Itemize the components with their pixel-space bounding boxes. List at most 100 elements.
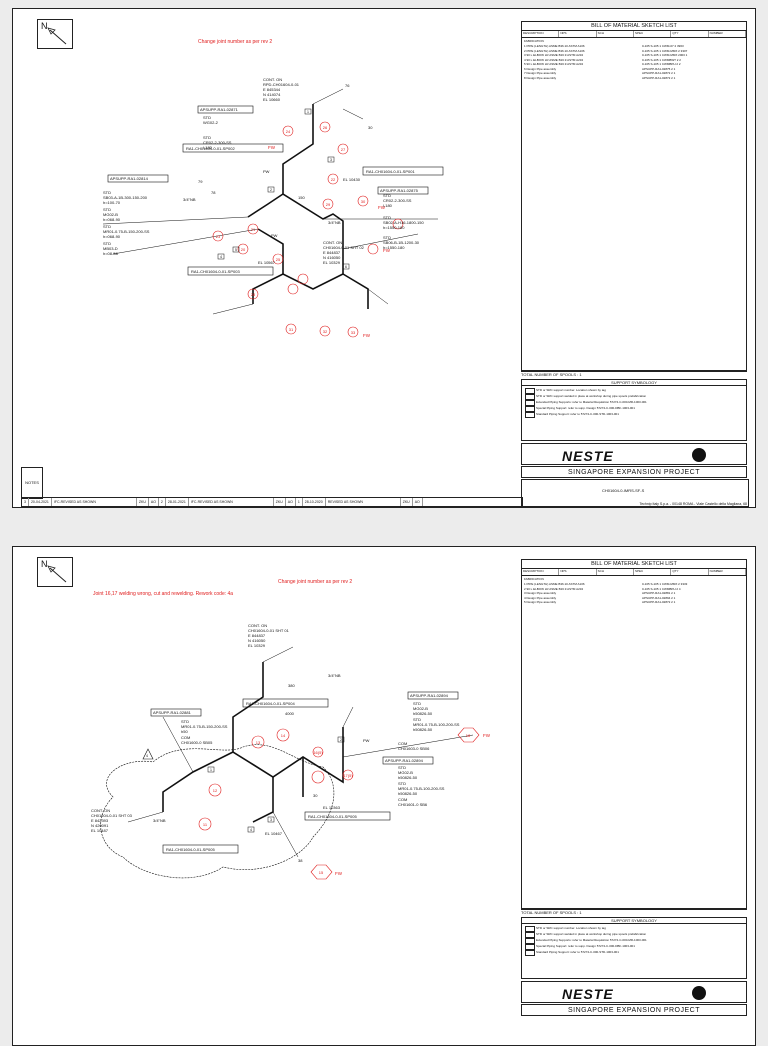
std-label: STD — [398, 765, 406, 770]
bom-desc: 6 Design Pipe assembly — [524, 66, 557, 71]
std-code: MR01-0.75-B-100-200-SS — [413, 722, 460, 727]
bom-code: APSUPP-RA1-02872 2 1 — [642, 600, 676, 604]
rev-desc: IFC-REVISED AS SHOWN — [52, 498, 137, 506]
rev-check: AO — [149, 498, 159, 506]
project-title: SINGAPORE EXPANSION PROJECT — [521, 1004, 747, 1016]
cont-on-ref: CH01604-0-01 SHT 03 — [91, 813, 133, 818]
dimension-label: 78 — [211, 190, 216, 195]
rev-date: 20-04-2021 — [29, 498, 52, 506]
fw-label: FW — [363, 333, 371, 338]
rev-check: AO — [286, 498, 296, 506]
bom-header: SPEC — [634, 31, 672, 37]
north-arrow-icon — [47, 27, 67, 45]
bom-header: NPS — [559, 31, 597, 37]
north-label: N — [41, 559, 48, 569]
coord-n: N 420091 — [91, 823, 109, 828]
nb-label: 3/4"NB — [328, 220, 341, 225]
bom-code: APSUPP-RA1-02881 2 1 — [642, 591, 676, 595]
symbology-title: SUPPORT SYMBOLOGY — [522, 380, 746, 386]
rev-desc: IFC-REVISED AS SHOWN — [189, 498, 274, 506]
fw-label: FW — [378, 205, 386, 210]
rev-date: 28-01-2021 — [166, 498, 189, 506]
std-code: CR02-2-300-SS — [203, 140, 232, 145]
std-label: STD — [103, 207, 111, 212]
std-length: h=068-90 — [103, 234, 121, 239]
isometric-drawing-1: 24 26 27 22 29 30 21 23 20 25 28 31 32 3… — [102, 77, 444, 338]
std-code: MG02-B — [398, 770, 413, 775]
weld-number: 32 — [323, 329, 328, 334]
support-tag: APSUPP-RA1-02814 — [110, 176, 149, 181]
std-code: WG02-2 — [203, 120, 219, 125]
notes-label: NOTES — [21, 467, 43, 499]
bom-header: QTY — [671, 31, 709, 37]
bom-header: NUMBER — [709, 569, 746, 575]
total-spools: TOTAL NUMBER OF SPOOLS : 1 — [521, 909, 747, 915]
elevation-label: EL 10567 — [258, 260, 276, 265]
std-length: h=08-58 — [103, 251, 119, 256]
support-tag: APSUPP-RA1-02894 — [410, 693, 449, 698]
bom-desc: 4 90 L ELBOW LR ASME B16.9 ASTM A234 — [524, 57, 584, 62]
logo-strip: NESTE — [521, 443, 747, 465]
north-label: N — [41, 21, 48, 31]
std-length: h50826-50 — [398, 775, 418, 780]
spool-tag: RA1-CH01604-0-01-SP004 — [246, 701, 295, 706]
weld-number: 14 — [281, 733, 286, 738]
bom-code: 0-105 S-105 1 CWMBPH 2 2 — [642, 62, 681, 66]
rev-check: AO — [413, 498, 423, 506]
bill-of-material-panel: BILL OF MATERIAL SKETCH LIST DESCRIPTION… — [521, 559, 747, 909]
std-code: MR01-0.75-B-100-200-SS — [398, 786, 445, 791]
weld-number: 11 — [203, 822, 208, 827]
coord-n: N 414074 — [263, 92, 281, 97]
bom-section-label: FABRICATION — [524, 39, 544, 43]
pw-label: PW — [271, 233, 278, 238]
bom-header: SCH — [597, 31, 634, 37]
fw-label: FW — [335, 871, 343, 876]
cont-on-label: CONT. ON — [263, 77, 282, 82]
neste-logo: NESTE — [562, 448, 614, 464]
bom-code: APSUPP-RA1-02872 2 1 — [642, 75, 676, 80]
support-tag: APSUPP-RA1-02871 — [200, 107, 239, 112]
drawing-text: CONT. ON RPD-CH01604-0-01 E 845344 N 414… — [103, 77, 424, 265]
bom-code: 0-105 S-105 1 CWM-MMX 2 3333 — [642, 582, 688, 586]
bom-header: NPS — [559, 569, 597, 575]
isometric-drawing-2: 13 14 12 11 18 15 16(5) 17(5) FW FW 4 CO… — [91, 623, 491, 880]
leader-lines — [102, 88, 438, 315]
bom-desc: 2 PIPE (LENGTH) ASME B36.10 ASTM A106 — [524, 48, 585, 53]
coord-n: N 416050 — [323, 255, 341, 260]
weld-number: 18 — [466, 733, 471, 738]
dimension-label: 79 — [198, 179, 203, 184]
std-length: h50826-50 — [413, 727, 433, 732]
symbology-item: Special Piping Support: refer to supp. D… — [522, 944, 746, 950]
bom-title: BILL OF MATERIAL SKETCH LIST — [522, 22, 746, 31]
support-number: 3 — [270, 818, 272, 822]
std-label: STD — [413, 717, 421, 722]
nb-label: 3/4"NB — [153, 818, 166, 823]
support-number: 2 — [340, 738, 342, 742]
rev-by: ZKU — [274, 498, 286, 506]
std-length: h50826-50 — [398, 791, 418, 796]
bom-desc: 4 Design Pipe assembly — [524, 595, 557, 600]
coord-n: N 416050 — [248, 638, 266, 643]
weld-number: 20 — [241, 247, 246, 252]
dimension-label: 38 — [298, 858, 303, 863]
tag-boxes — [150, 691, 459, 854]
bom-desc: 1 PIPE (LENGTH) ASME B36.10 ASTM A106 — [524, 44, 585, 48]
support-number: 4 — [220, 255, 222, 259]
dimension-label: 150 — [298, 195, 305, 200]
support-number: 1 — [307, 110, 309, 114]
technip-logo-icon — [692, 986, 706, 1000]
symbology-item: STD or SRC support number. Location show… — [522, 388, 746, 394]
bom-header: DESCRIPTION — [522, 569, 560, 575]
coord-el: EL 10329 — [248, 643, 266, 648]
std-code: MR01-0.75-B-150-200-SS — [181, 724, 228, 729]
bom-header: SCH — [597, 569, 634, 575]
std-length: h=068-90 — [103, 217, 121, 222]
std-label: STD — [383, 215, 391, 220]
cont-on-ref: RPD-CH01604-0-01 — [263, 82, 300, 87]
std-label: STD — [398, 781, 406, 786]
